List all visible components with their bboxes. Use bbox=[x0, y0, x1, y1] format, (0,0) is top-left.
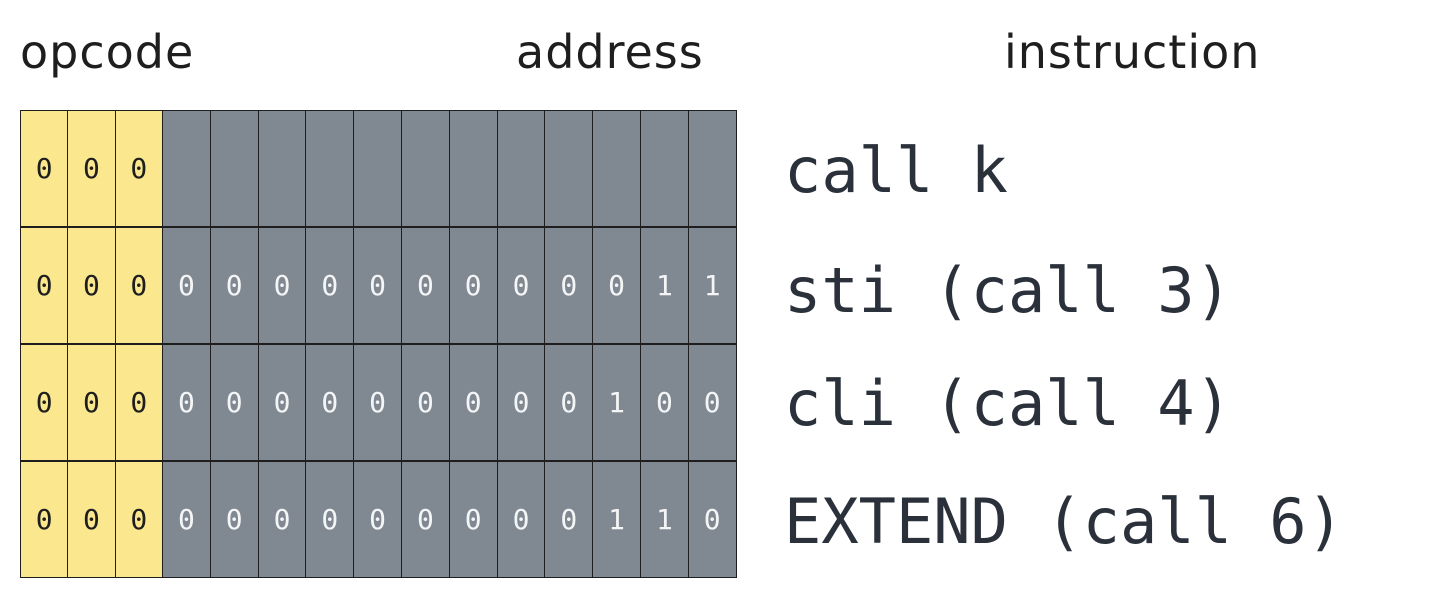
address-bit bbox=[687, 110, 737, 227]
address-bit bbox=[162, 110, 211, 227]
address-bit: 0 bbox=[592, 227, 641, 344]
opcode-bit: 0 bbox=[20, 110, 69, 227]
address-bit bbox=[257, 110, 307, 227]
address-bit: 0 bbox=[209, 461, 259, 578]
address-bit: 0 bbox=[257, 344, 307, 461]
opcode-bit: 0 bbox=[114, 344, 163, 461]
opcode-bit: 0 bbox=[20, 461, 69, 578]
address-header: address bbox=[516, 25, 704, 79]
address-bit: 0 bbox=[496, 227, 546, 344]
address-bit: 0 bbox=[353, 227, 402, 344]
address-bit bbox=[209, 110, 259, 227]
address-bit: 0 bbox=[687, 344, 737, 461]
address-bit: 0 bbox=[162, 344, 211, 461]
address-bit: 0 bbox=[209, 344, 259, 461]
address-bit: 0 bbox=[353, 344, 402, 461]
opcode-bit: 0 bbox=[114, 110, 163, 227]
address-bit: 0 bbox=[544, 461, 594, 578]
opcode-bit: 0 bbox=[114, 461, 163, 578]
address-bit: 0 bbox=[305, 227, 355, 344]
address-bit: 1 bbox=[687, 227, 737, 344]
instruction-label: sti (call 3) bbox=[784, 254, 1232, 327]
address-bit: 1 bbox=[640, 227, 689, 344]
address-bit: 0 bbox=[687, 461, 737, 578]
address-bit bbox=[544, 110, 594, 227]
address-bit: 1 bbox=[592, 344, 641, 461]
opcode-header: opcode bbox=[20, 25, 195, 79]
address-bit: 0 bbox=[257, 227, 307, 344]
address-bit: 0 bbox=[640, 344, 689, 461]
address-bit: 0 bbox=[257, 461, 307, 578]
instruction-header: instruction bbox=[1004, 25, 1261, 79]
address-bit: 0 bbox=[401, 227, 450, 344]
address-bit: 0 bbox=[305, 344, 355, 461]
address-bit: 0 bbox=[544, 227, 594, 344]
opcode-bit: 0 bbox=[67, 110, 116, 227]
address-bit: 0 bbox=[162, 227, 211, 344]
address-bit: 0 bbox=[305, 461, 355, 578]
address-bit bbox=[448, 110, 498, 227]
instruction-label: call k bbox=[784, 134, 1008, 207]
address-bit: 0 bbox=[401, 344, 450, 461]
address-bit: 0 bbox=[401, 461, 450, 578]
address-bit bbox=[640, 110, 689, 227]
address-bit bbox=[305, 110, 355, 227]
instruction-label: EXTEND (call 6) bbox=[784, 485, 1344, 558]
opcode-bit: 0 bbox=[20, 344, 69, 461]
address-bit bbox=[496, 110, 546, 227]
opcode-bit: 0 bbox=[67, 227, 116, 344]
opcode-bit: 0 bbox=[114, 227, 163, 344]
address-bit: 0 bbox=[448, 344, 498, 461]
opcode-bit: 0 bbox=[67, 344, 116, 461]
address-bit: 0 bbox=[496, 461, 546, 578]
address-bit: 0 bbox=[162, 461, 211, 578]
opcode-bit: 0 bbox=[67, 461, 116, 578]
address-bit: 1 bbox=[640, 461, 689, 578]
address-bit: 0 bbox=[209, 227, 259, 344]
address-bit: 0 bbox=[544, 344, 594, 461]
address-bit: 0 bbox=[448, 227, 498, 344]
address-bit: 1 bbox=[592, 461, 641, 578]
address-bit bbox=[401, 110, 450, 227]
address-bit: 0 bbox=[448, 461, 498, 578]
opcode-bit: 0 bbox=[20, 227, 69, 344]
address-bit bbox=[592, 110, 641, 227]
address-bit: 0 bbox=[496, 344, 546, 461]
address-bit: 0 bbox=[353, 461, 402, 578]
instruction-label: cli (call 4) bbox=[784, 367, 1232, 440]
address-bit bbox=[353, 110, 402, 227]
